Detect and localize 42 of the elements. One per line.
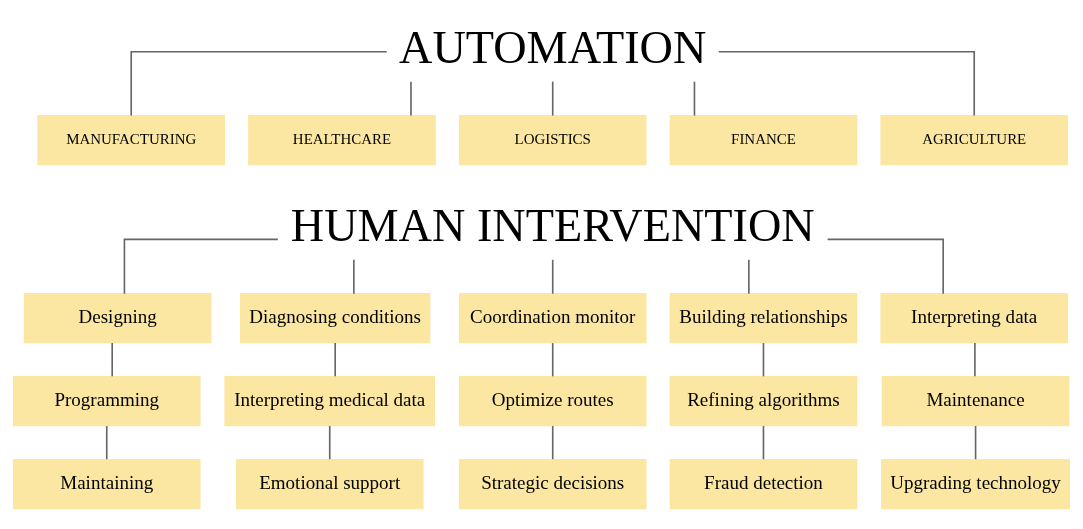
connector	[974, 425, 977, 461]
node-box: Programming	[12, 376, 201, 427]
connector	[334, 342, 336, 378]
node-box: AGRICULTURE	[880, 114, 1069, 166]
node-box: Maintenance	[881, 376, 1070, 427]
connector	[748, 259, 750, 295]
node-box: Refining algorithms	[669, 376, 858, 427]
connector	[123, 238, 279, 295]
node-box: Optimize routes	[458, 376, 647, 427]
connector	[551, 425, 554, 461]
connector	[130, 50, 388, 117]
connector	[974, 342, 976, 378]
node-box: Interpreting medical data	[224, 376, 436, 427]
connector	[693, 80, 696, 117]
connector	[762, 342, 765, 378]
node-box: MANUFACTURING	[37, 114, 226, 166]
connector	[328, 425, 331, 461]
connector	[551, 80, 554, 117]
node-box: Strategic decisions	[458, 458, 647, 510]
connector	[717, 50, 976, 117]
node-box: Building relationships	[669, 293, 858, 344]
node-box: Fraud detection	[669, 458, 858, 510]
node-box: Upgrading technology	[881, 458, 1071, 510]
connector	[353, 259, 355, 295]
connector	[111, 342, 113, 378]
node-box: Emotional support	[235, 458, 424, 510]
node-box: FINANCE	[669, 114, 858, 166]
connector	[762, 425, 765, 461]
node-box: Maintaining	[12, 458, 201, 510]
node-box: Interpreting data	[880, 293, 1069, 344]
connector	[826, 238, 944, 295]
connector	[551, 259, 554, 295]
node-box: Diagnosing conditions	[240, 293, 431, 344]
node-box: Designing	[23, 293, 212, 344]
node-text: AUTOMATION	[399, 21, 707, 73]
node-box: Coordination monitor	[458, 293, 647, 344]
connector	[410, 80, 412, 117]
node-box: HEALTHCARE	[248, 114, 436, 166]
node-box: LOGISTICS	[458, 114, 647, 166]
node-text: HUMAN INTERVENTION	[290, 199, 815, 251]
connector	[551, 342, 554, 378]
connector	[105, 425, 108, 461]
